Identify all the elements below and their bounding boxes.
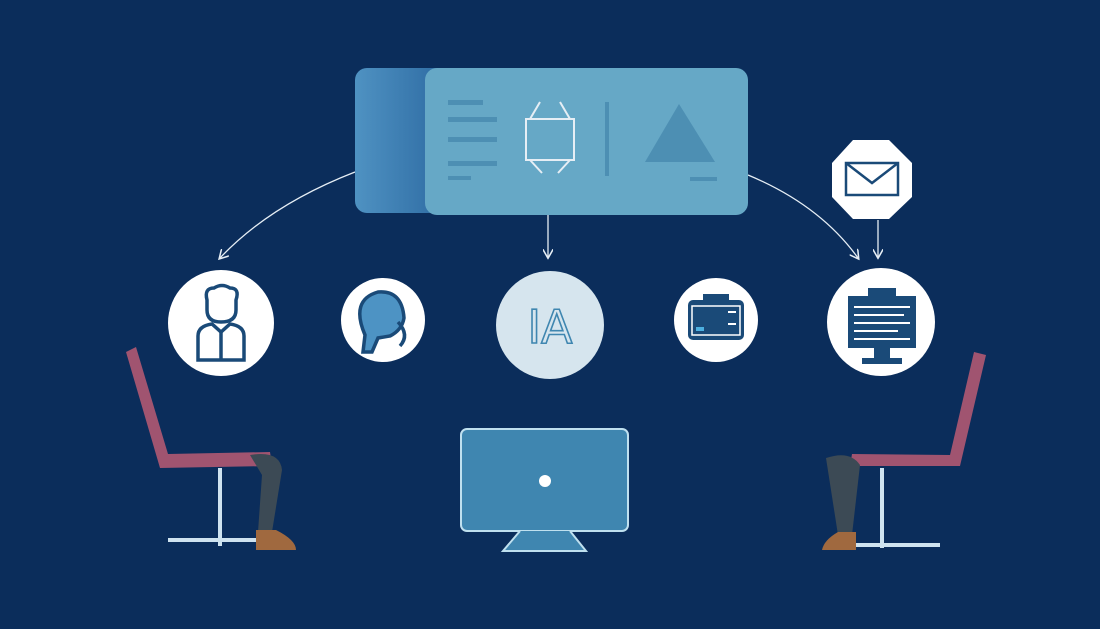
node-ia: IA [496, 271, 604, 379]
person-icon [196, 283, 246, 362]
arrow-right [747, 174, 858, 258]
panel-front [425, 68, 748, 215]
chair-right [822, 352, 986, 550]
hexagon-chip-icon [525, 101, 575, 174]
node-monitor-document [827, 268, 935, 376]
envelope-icon [844, 161, 900, 197]
id-card-icon [688, 294, 744, 340]
divider [605, 102, 609, 176]
connector-arrows [220, 171, 878, 258]
text-lines-icon [448, 100, 497, 180]
node-headset [341, 278, 425, 362]
node-id-card [674, 278, 758, 362]
person-legs-left [250, 454, 282, 532]
chair-left [126, 347, 296, 550]
monitor-document-icon [848, 288, 916, 364]
person-legs-right [826, 455, 860, 535]
ia-text-icon: IA [527, 300, 573, 354]
central-panel [355, 68, 748, 215]
triangle-icon [645, 104, 715, 162]
envelope-badge [832, 140, 912, 219]
arrow-left [220, 171, 356, 258]
headset-icon [358, 290, 407, 354]
node-person [168, 270, 274, 376]
monitor-icon [460, 428, 629, 552]
